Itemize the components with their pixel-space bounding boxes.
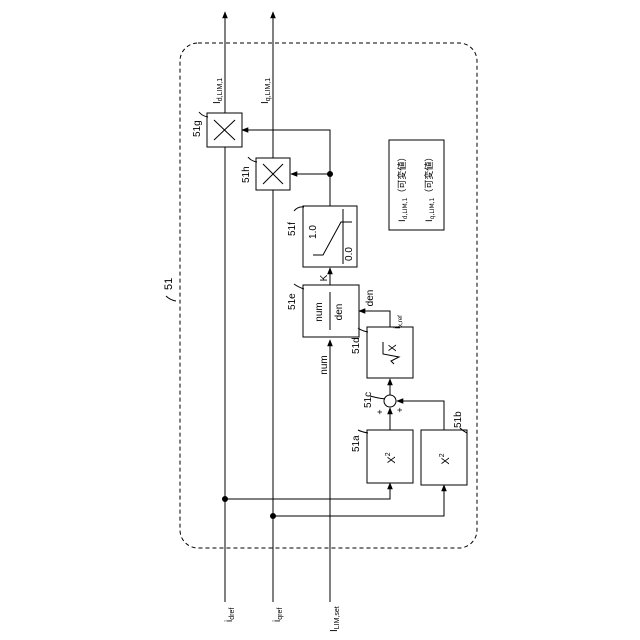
id-to-square-a-wire [225,483,390,499]
svg-text:51h: 51h [241,166,252,183]
svg-text:den: den [334,304,345,321]
svg-text:51b: 51b [453,411,464,428]
limiter-low-text: 0.0 [344,247,355,261]
limiter-high-text: 1.0 [308,225,319,239]
svg-text:51: 51 [163,278,175,290]
input-ilim-label: ILIM,set [329,606,341,632]
input-id-label: idref [224,608,236,622]
ref-51f: 51f [287,222,298,236]
sqrt-to-divider-wire [359,311,390,327]
svg-text:51a: 51a [351,435,362,452]
iq-to-square-b-wire [273,485,444,516]
divider-51e [303,285,359,337]
summer-51c [384,395,396,407]
svg-text:K: K [319,274,330,281]
output-d-label: Id,LIM,1 [212,78,224,104]
signal-k-label: K [319,274,330,281]
svg-text:Iq,LIM,1: Iq,LIM,1 [260,78,272,104]
svg-text:+: + [375,409,385,414]
ref-51a: 51a [351,435,362,452]
divider-den-text: den [334,304,345,321]
ref-51g: 51g [192,120,203,137]
unit-ref-label: 51 [163,278,175,290]
svg-text:Id,LIM,1: Id,LIM,1 [212,78,224,104]
svg-text:51d: 51d [351,337,362,354]
input-iq-label: iqref [272,608,284,622]
ref-51e: 51e [287,293,298,310]
svg-text:51c: 51c [363,392,374,408]
svg-text:1.0: 1.0 [308,225,319,239]
divider-num-text: num [314,302,325,321]
signal-num-label: num [319,355,330,374]
output-q-label: Iq,LIM,1 [260,78,272,104]
square-b-to-summer-wire [397,401,444,430]
signal-den-label: den [365,290,376,307]
svg-text:ILIM,set: ILIM,set [329,606,341,632]
signal-plus-a: + [375,409,385,414]
svg-text:den: den [365,290,376,307]
ref-51b: 51b [453,411,464,428]
svg-text:num: num [314,302,325,321]
svg-text:iqref: iqref [272,608,284,622]
signal-plus-b: + [395,407,405,412]
svg-text:51g: 51g [192,120,203,137]
svg-text:0.0: 0.0 [344,247,355,261]
svg-text:+: + [395,407,405,412]
ref-51c: 51c [363,392,374,408]
svg-text:51e: 51e [287,293,298,310]
svg-text:51f: 51f [287,222,298,236]
ref-51d: 51d [351,337,362,354]
unit-ref-leader [166,296,176,301]
svg-text:num: num [319,355,330,374]
svg-text:idref: idref [224,608,236,622]
ref-51h: 51h [241,166,252,183]
svg-text:X: X [387,344,399,352]
